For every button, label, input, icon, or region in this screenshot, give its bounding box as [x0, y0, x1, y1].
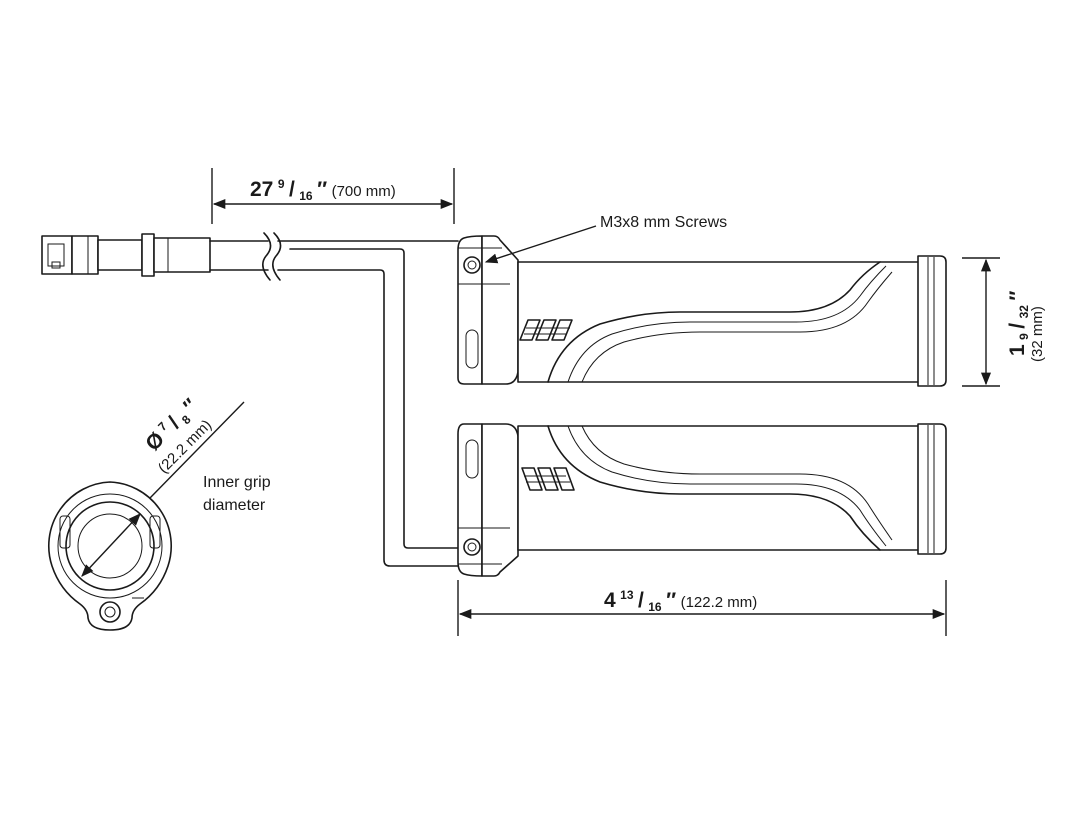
grip-height-label: 1 9 / 32 ″	[1006, 291, 1032, 356]
cable	[209, 232, 459, 567]
screws-callout: M3x8 mm Screws	[600, 214, 727, 231]
upper-grip	[457, 235, 947, 387]
grip-end-view	[47, 481, 173, 631]
connector-plug	[41, 233, 211, 277]
grip-length-label: 4 13 / 16 ″ (122.2 mm)	[604, 586, 757, 615]
inner-grip-callout-line2: diameter	[203, 497, 266, 514]
dim-inner-diameter	[81, 401, 245, 577]
inner-grip-callout-line1: Inner grip	[203, 474, 271, 491]
dim-cable-length	[211, 168, 455, 224]
cable-length-label: 27 9 / 16 ″ (700 mm)	[250, 175, 396, 204]
dim-grip-height	[962, 257, 1000, 387]
lower-grip	[457, 423, 947, 577]
screw-leader	[484, 225, 597, 264]
grip-height-metric: (32 mm)	[1029, 306, 1046, 362]
dim-grip-length	[457, 580, 947, 636]
